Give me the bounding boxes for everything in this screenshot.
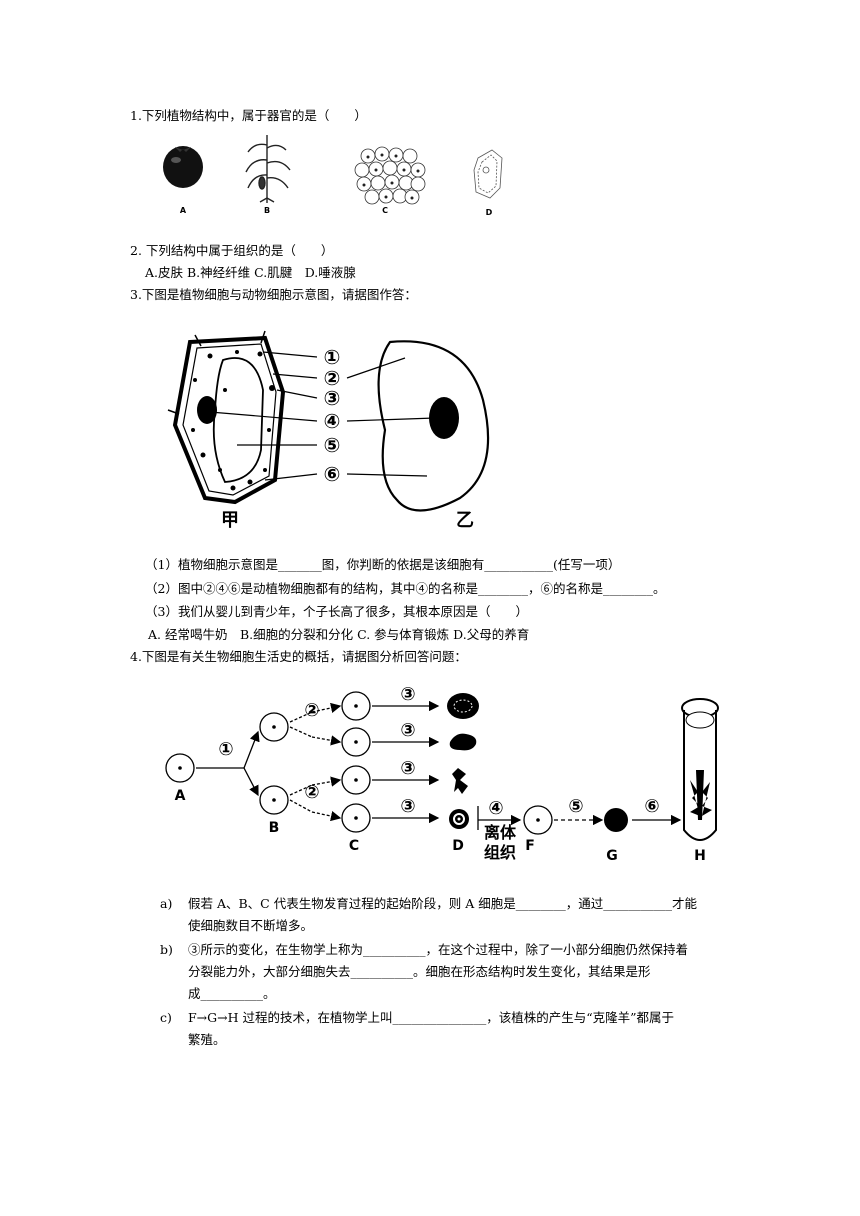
item-marker: b) xyxy=(160,942,173,957)
question-3-options: A. 经常喝牛奶 B.细胞的分裂和分化 C. 参与体育锻炼 D.父母的养育 xyxy=(148,627,530,642)
stage-label-f: F xyxy=(525,838,535,854)
item-line: 使细胞数目不断增多。 xyxy=(188,918,314,933)
step-number-3-row4: ③ xyxy=(400,796,415,817)
stage-label-c: C xyxy=(349,838,359,854)
animal-cell-label: 乙 xyxy=(456,510,474,530)
item-line: ③所示的变化，在生物学上称为__________，在这个过程中，除了一小部分细胞… xyxy=(188,942,689,957)
cell-life-history-diagram: ① ② ② ③ ③ ③ ③ ④ ⑤ ⑥ A B C D F G H 离体 组织 xyxy=(165,684,719,860)
question-4-text: 4.下图是有关生物细胞生活史的概括，请据图分析回答问题： xyxy=(130,649,467,664)
stage-label-h: H xyxy=(694,848,706,860)
step-number-3-row3: ③ xyxy=(400,758,415,779)
structure-number-3: ③ xyxy=(324,386,341,410)
item-line: 分裂能力外，大部分细胞失去__________。细胞在形态结构时发生变化，其结果… xyxy=(188,964,651,979)
step-number-6: ⑥ xyxy=(644,796,659,817)
item-marker: c) xyxy=(160,1010,172,1025)
step-number-3-row1: ③ xyxy=(400,684,415,705)
step-number-1: ① xyxy=(218,739,233,760)
structure-number-4: ④ xyxy=(324,409,341,433)
plant-cell-label: 甲 xyxy=(221,510,239,530)
question-3-sub-2: （2）图中②④⑥是动植物细胞都有的结构，其中④的名称是________，⑥的名称… xyxy=(145,581,666,596)
isolated-tissue-label-1: 离体 xyxy=(484,823,517,842)
stage-label-g: G xyxy=(606,848,618,860)
q1-figure: A B C D xyxy=(163,135,503,217)
option-label-d: D xyxy=(486,208,493,217)
step-number-5: ⑤ xyxy=(568,796,583,817)
question-3-sub-3: （3）我们从婴儿到青少年，个子长高了很多，其根本原因是（ ） xyxy=(145,604,528,619)
plant-cell-image xyxy=(473,149,503,199)
step-number-2-lower: ② xyxy=(304,782,319,803)
tomato-image xyxy=(163,146,203,188)
item-line: 繁殖。 xyxy=(188,1032,226,1047)
step-number-4: ④ xyxy=(488,798,503,819)
cell-diagram: ① ② ③ ④ ⑤ ⑥ 甲 乙 xyxy=(167,330,490,530)
structure-number-5: ⑤ xyxy=(324,433,341,457)
corn-plant-image xyxy=(245,135,291,203)
isolated-tissue-label-2: 组织 xyxy=(484,843,516,860)
question-4-item-c: c) F→G→H 过程的技术，在植物学上叫_______________，该植株… xyxy=(160,1007,735,1055)
question-4-item-a: a) 假若 A、B、C 代表生物发育过程的起始阶段，则 A 细胞是_______… xyxy=(160,893,735,941)
question-2-text: 2. 下列结构中属于组织的是（ ） xyxy=(130,243,334,258)
structure-number-2: ② xyxy=(324,366,341,390)
stage-label-b: B xyxy=(269,820,280,836)
item-marker: a) xyxy=(160,896,173,911)
stage-label-d: D xyxy=(452,838,464,854)
item-line: F→G→H 过程的技术，在植物学上叫_______________，该植株的产生… xyxy=(188,1010,675,1025)
item-line: 成__________。 xyxy=(188,986,276,1001)
item-line: 假若 A、B、C 代表生物发育过程的起始阶段，则 A 细胞是________，通… xyxy=(188,896,697,911)
option-label-b: B xyxy=(264,206,270,215)
question-4-item-b: b) ③所示的变化，在生物学上称为__________，在这个过程中，除了一小部… xyxy=(160,939,735,1009)
question-1-text: 1.下列植物结构中，属于器官的是（ ） xyxy=(130,108,367,123)
step-number-2-upper: ② xyxy=(304,700,319,721)
question-2-options: A.皮肤 B.神经纤维 C.肌腱 D.唾液腺 xyxy=(145,265,356,280)
option-label-a: A xyxy=(180,206,187,215)
cell-tissue-image xyxy=(354,146,426,205)
structure-number-6: ⑥ xyxy=(324,462,341,486)
stage-label-a: A xyxy=(175,788,186,804)
structure-number-1: ① xyxy=(324,345,341,369)
question-3-sub-1: （1）植物细胞示意图是_______图，你判断的依据是该细胞有_________… xyxy=(145,557,621,572)
question-3-text: 3.下图是植物细胞与动物细胞示意图，请据图作答： xyxy=(130,287,417,302)
step-number-3-row2: ③ xyxy=(400,720,415,741)
option-label-c: C xyxy=(382,206,388,215)
